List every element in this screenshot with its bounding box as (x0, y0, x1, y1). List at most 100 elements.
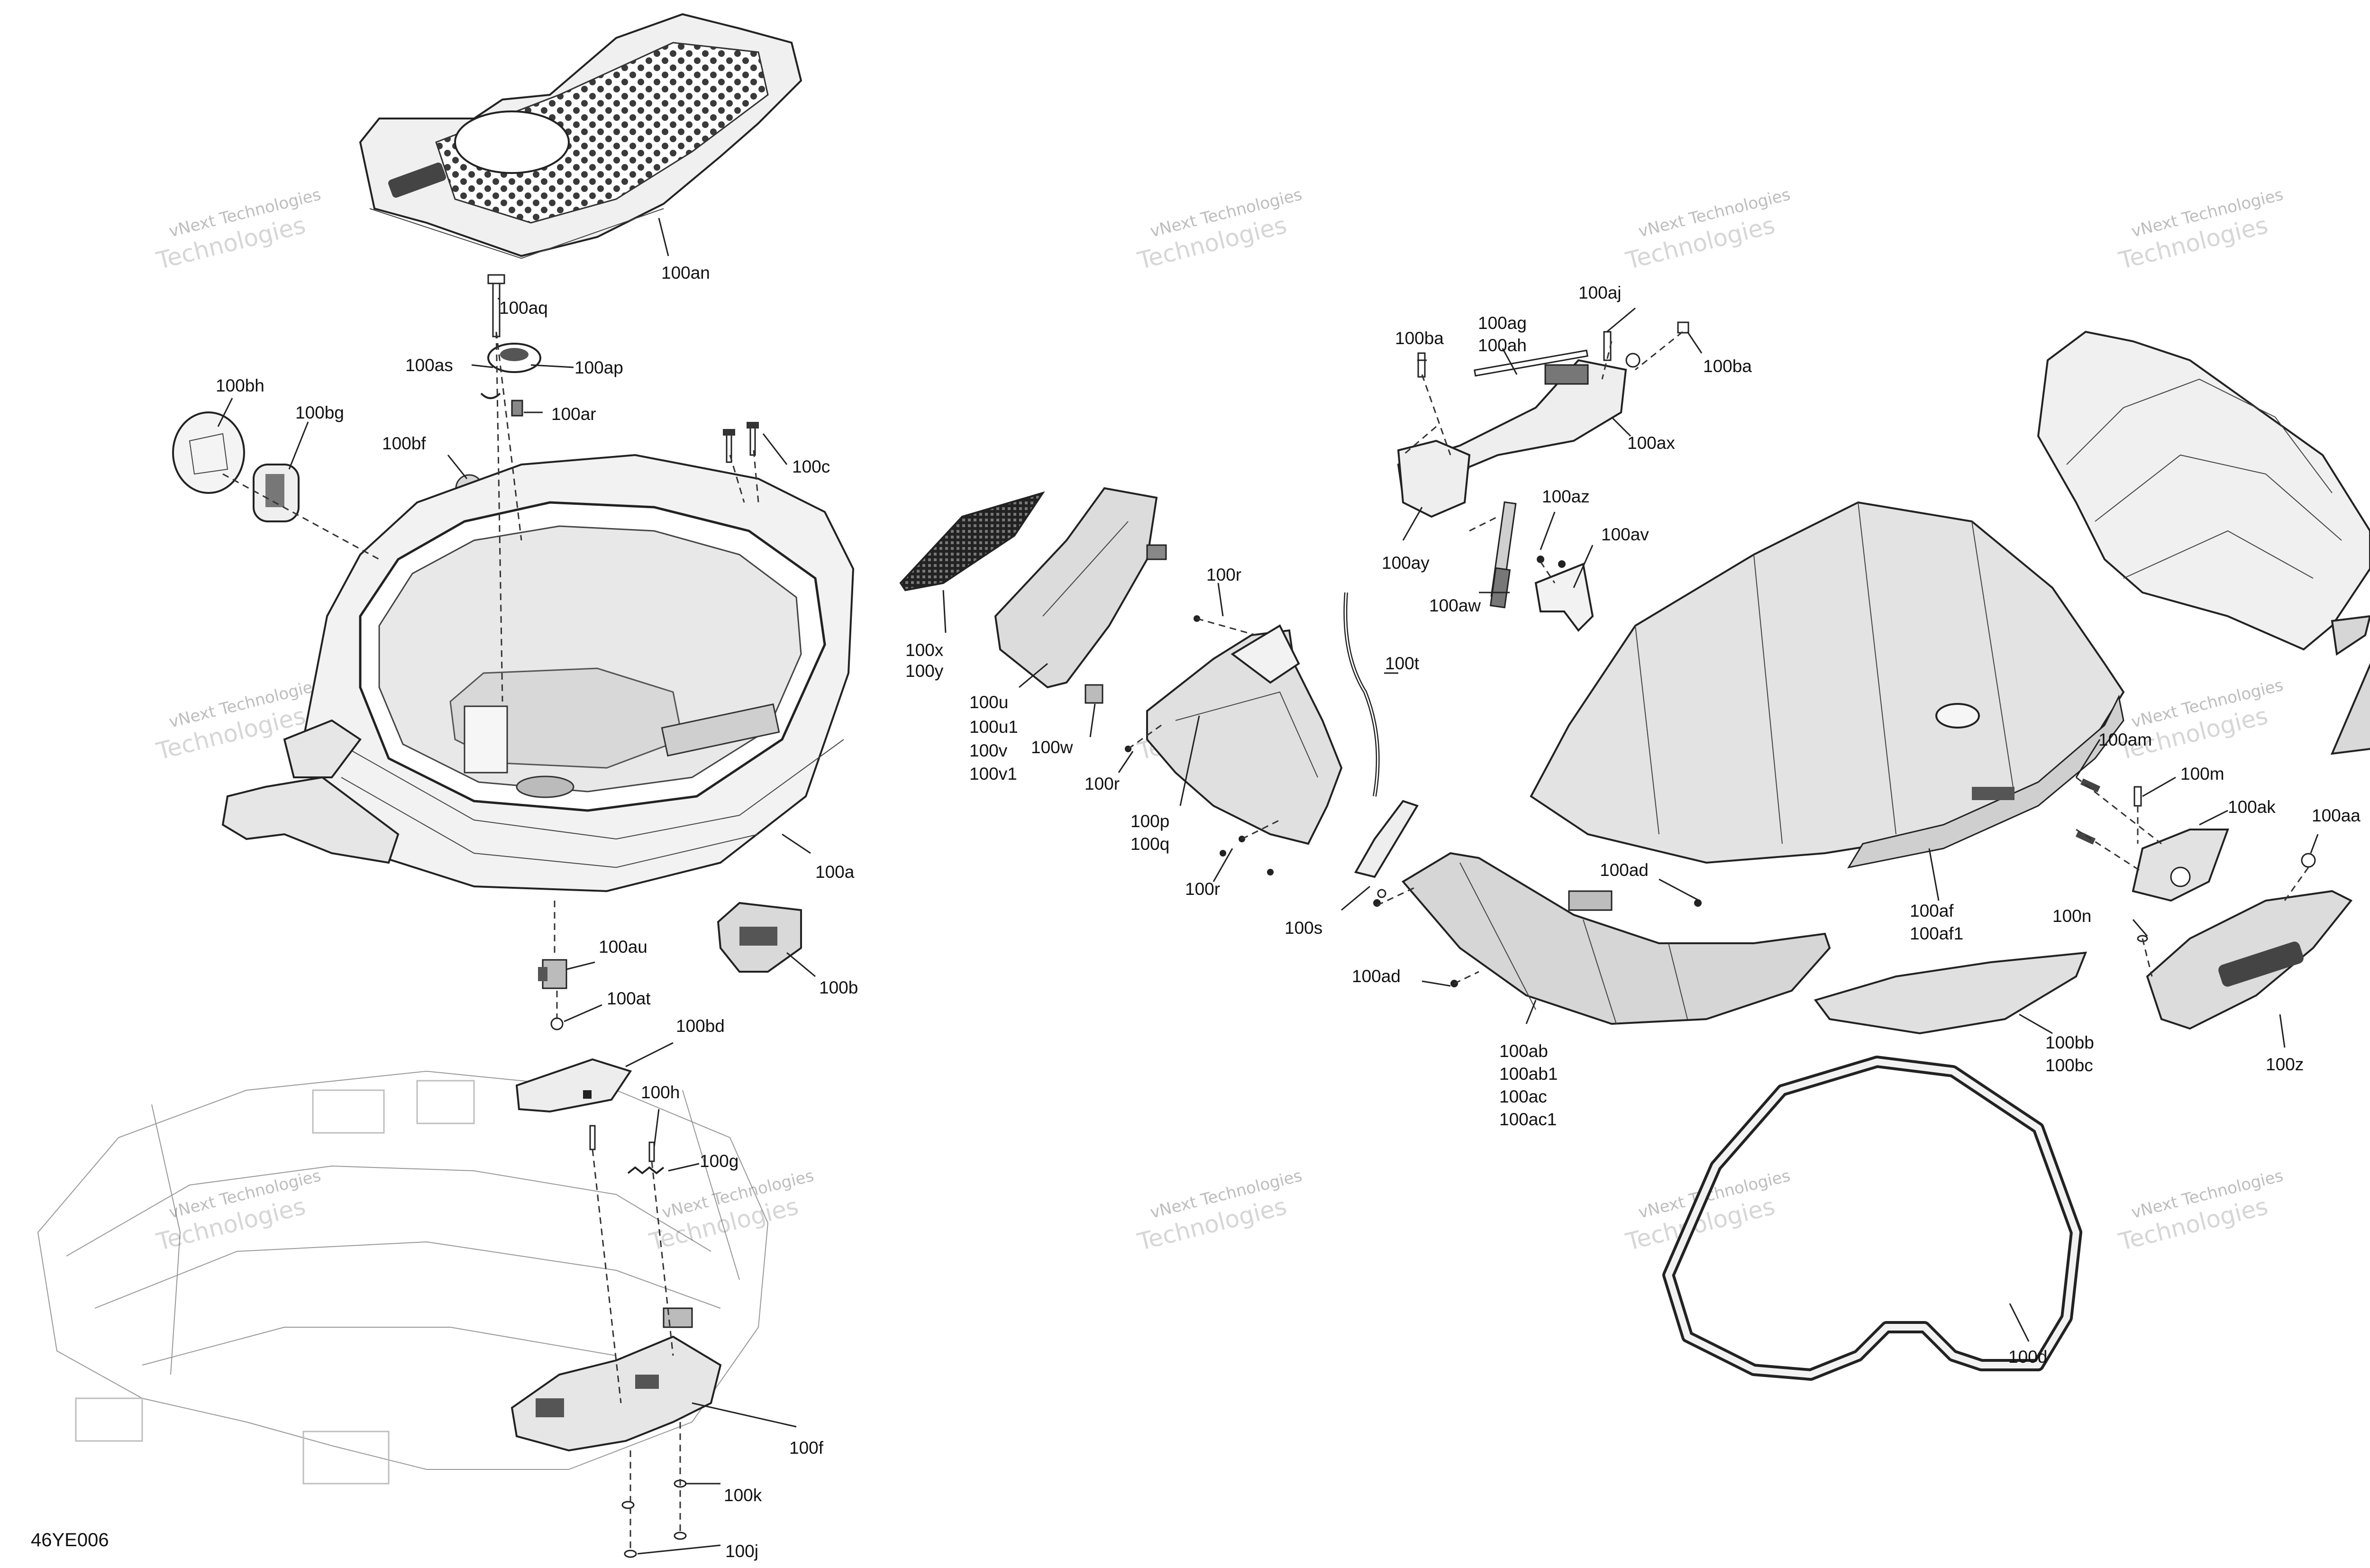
part-100m-screw (2133, 786, 2142, 807)
label-100au: 100au (599, 937, 647, 957)
part-100s-bracket (1354, 800, 1419, 898)
part-100ay-hinge-plate (1397, 439, 1471, 518)
label-100ba: 100ba (1395, 328, 1444, 348)
part-100f-latch-assembly (510, 1307, 722, 1452)
part-100au-connector (538, 959, 567, 989)
part-100d-gasket-seal (1662, 1056, 2082, 1381)
part-100aq-screw (487, 274, 505, 337)
part-100ad-screws (1373, 899, 1702, 987)
watermark: vNext Technologies Technologies (2116, 1166, 2285, 1256)
label-100r-2: 100r (1085, 774, 1120, 793)
label-100u1: 100u1 (969, 717, 1018, 737)
label-100t: 100t (1385, 654, 1420, 673)
part-100ap-latch-plate (487, 343, 541, 373)
cover-oval-recess (454, 110, 570, 174)
label-100x: 100x (905, 640, 944, 660)
label-100u: 100u (969, 693, 1008, 712)
reference-code: 46YE006 (31, 1530, 109, 1550)
label-100bd: 100bd (676, 1016, 725, 1036)
label-100aq: 100aq (499, 298, 548, 318)
leader-lines (217, 218, 2319, 1555)
label-100b: 100b (819, 978, 858, 997)
label-100p: 100p (1130, 811, 1169, 831)
label-100ar: 100ar (551, 404, 596, 424)
label-100v1: 100v1 (969, 764, 1017, 784)
label-100h: 100h (641, 1083, 680, 1102)
label-100r: 100r (1206, 565, 1241, 584)
label-100ak: 100ak (2228, 797, 2276, 817)
part-100aa-screw (2301, 853, 2316, 868)
part-100az-screws (1537, 556, 1566, 568)
watermark: vNext Technologies Technologies (1623, 185, 1792, 274)
label-100bf: 100bf (382, 434, 426, 453)
label-100m: 100m (2180, 764, 2224, 784)
part-100af-hood-lid (1530, 501, 2125, 869)
part-100at-nut (550, 1017, 564, 1030)
watermark: vNext Technologies Technologies (2116, 185, 2285, 274)
label-100v: 100v (969, 741, 1008, 760)
part-100a-storage-bin (221, 454, 855, 893)
label-100z: 100z (2266, 1055, 2304, 1074)
part-100bd-bracket (515, 1058, 632, 1113)
label-100ay: 100ay (1382, 553, 1430, 573)
label-100bb: 100bb (2045, 1033, 2094, 1052)
part-side-trim-strip (2330, 663, 2370, 755)
label-100ab1: 100ab1 (1499, 1064, 1558, 1084)
part-100aw-gas-strut (1489, 501, 1517, 609)
label-100a: 100a (815, 862, 855, 882)
label-100an: 100an (661, 263, 710, 283)
label-100aw: 100aw (1429, 596, 1481, 615)
part-100b-latch (717, 902, 802, 973)
label-100k: 100k (724, 1486, 762, 1505)
assembly-lines (222, 331, 2309, 1550)
lower-hull-frame (37, 1070, 769, 1485)
hood-latch-knob (1935, 703, 1980, 729)
label-100w: 100w (1031, 738, 1073, 757)
part-100p-duct (1146, 624, 1343, 845)
part-100an-cover-panel (359, 13, 802, 259)
part-100g-spring (627, 1166, 665, 1175)
part-100j-washer (624, 1532, 687, 1558)
label-100s: 100s (1285, 918, 1322, 938)
label-100ap: 100ap (574, 358, 623, 377)
label-100av: 100av (1601, 525, 1649, 544)
part-100u-side-panel (994, 487, 1167, 689)
label-100af: 100af (1910, 901, 1954, 921)
part-100ak-lock (2132, 829, 2229, 902)
label-100c: 100c (792, 457, 830, 476)
label-100d: 100d (2008, 1347, 2047, 1367)
label-100ba-2: 100ba (1703, 356, 1752, 376)
part-100k-washer (621, 1479, 687, 1509)
label-100bg: 100bg (295, 403, 344, 422)
label-100y: 100y (905, 661, 944, 681)
part-rear-frame-shell (2037, 330, 2370, 656)
part-100am-pins (2075, 778, 2101, 845)
part-100x-mesh-grille (899, 491, 1045, 592)
label-100f: 100f (789, 1438, 824, 1458)
label-100ah: 100ah (1478, 336, 1527, 355)
label-100ac1: 100ac1 (1499, 1110, 1557, 1129)
part-labels: 100an 100aq 100as 100ap 100ar 100bh 100b… (216, 263, 2361, 1561)
label-100aj: 100aj (1578, 283, 1622, 302)
label-100ad: 100ad (1600, 860, 1649, 880)
label-100af1: 100af1 (1910, 924, 1963, 943)
label-100ag: 100ag (1478, 313, 1527, 333)
part-100bh-cap (172, 411, 245, 494)
watermark: vNext Technologies Technologies (647, 1166, 816, 1256)
label-100r-3: 100r (1185, 879, 1220, 899)
part-100bb-trim-strip (1814, 951, 2087, 1035)
label-100as: 100as (405, 356, 453, 375)
label-100j: 100j (725, 1541, 758, 1561)
label-100bc: 100bc (2045, 1056, 2093, 1075)
label-100at: 100at (607, 989, 651, 1008)
part-100z-rear-handle (2146, 890, 2353, 1030)
label-100bh: 100bh (216, 376, 264, 395)
part-100ab-front-cowl (1401, 852, 1831, 1025)
part-100w-clip (1085, 684, 1103, 704)
label-100az: 100az (1542, 487, 1590, 506)
logo-badge (388, 162, 446, 198)
label-100am: 100am (2098, 730, 2152, 749)
part-100bg-knob (253, 464, 300, 522)
label-100aa: 100aa (2312, 806, 2361, 825)
